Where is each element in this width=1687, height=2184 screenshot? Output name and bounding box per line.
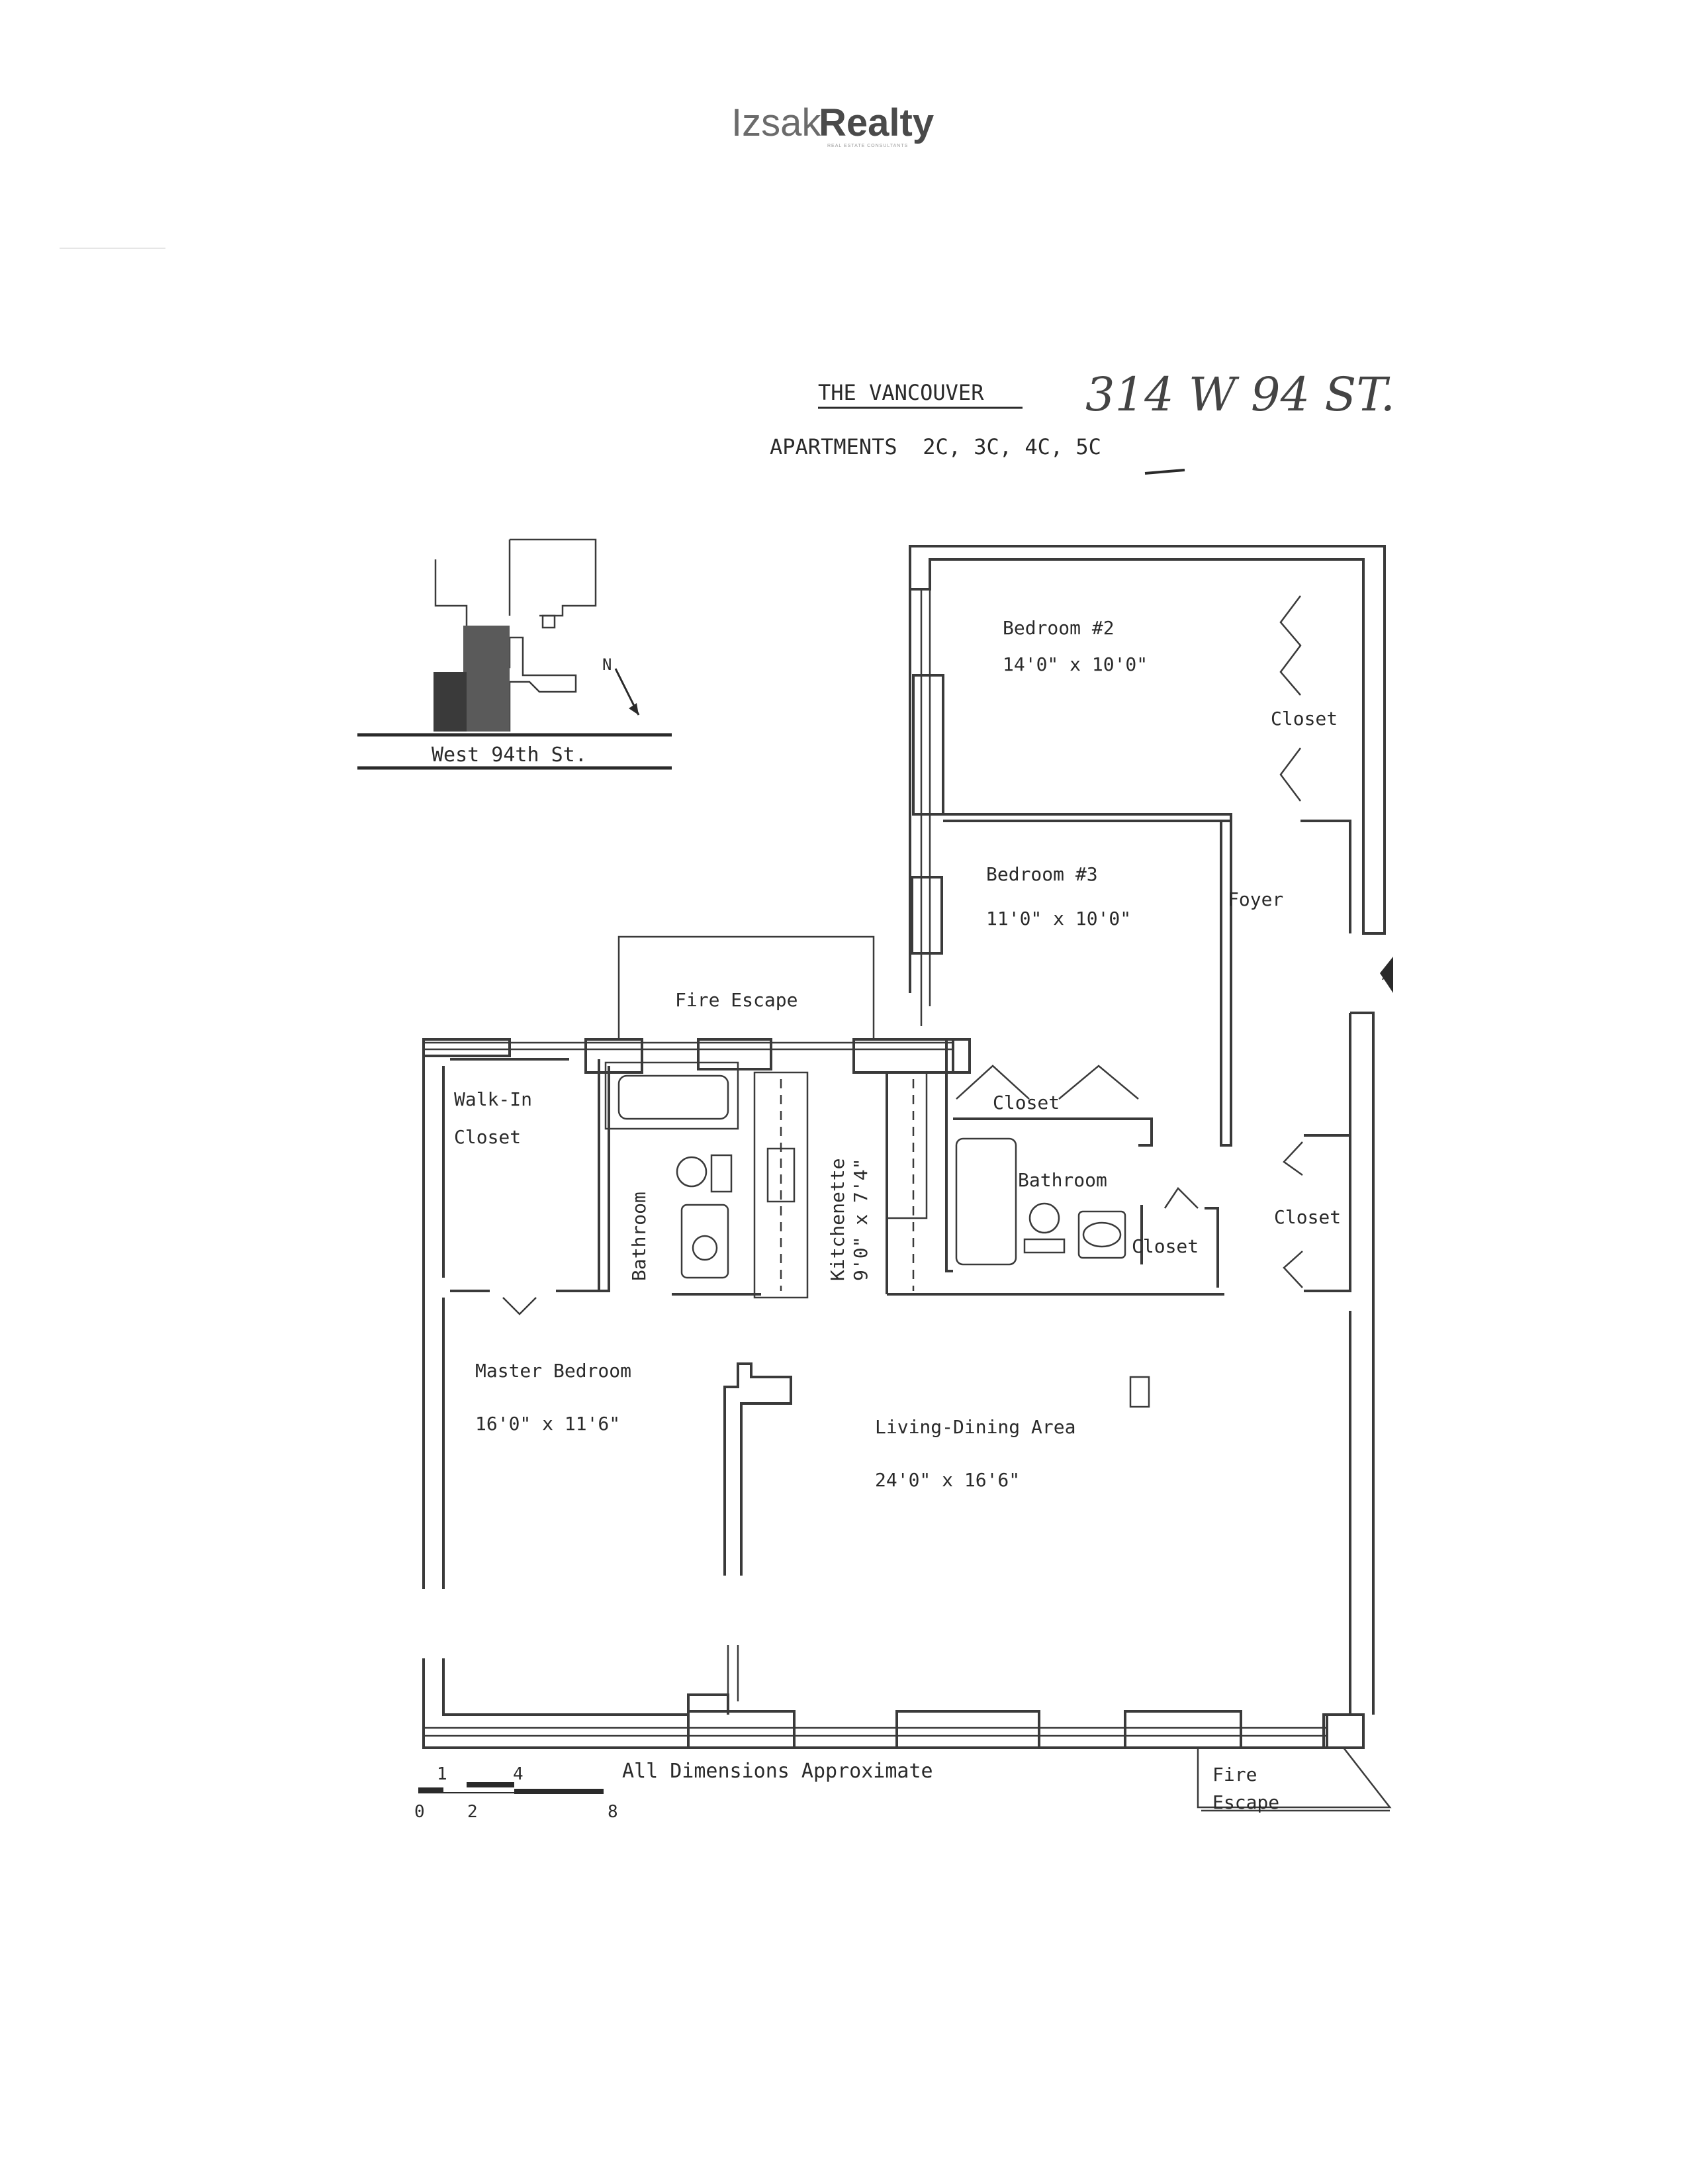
bathroom2-label: Bathroom: [1018, 1169, 1107, 1191]
toilet-icon: [676, 1156, 707, 1188]
bedroom2-name: Bedroom #2: [1003, 617, 1115, 639]
north-marker: N: [602, 655, 612, 674]
scale-tick-0: 0: [414, 1802, 425, 1822]
logo-text-light: Izsak: [731, 101, 821, 144]
kitchenette-size: 9'0" x 7'4": [850, 1159, 872, 1281]
apartments-label: APARTMENTS 2C, 3C, 4C, 5C: [770, 434, 1101, 459]
walkin-closet-line2: Closet: [454, 1126, 521, 1148]
room-labels: Bedroom #2 14'0" x 10'0" Closet Bedroom …: [454, 617, 1341, 1813]
kitchen-counter: [753, 1071, 809, 1299]
closet-label-hall: Closet: [993, 1092, 1060, 1114]
logo-text-bold: Realty: [819, 101, 934, 144]
handwritten-address: 314 W 94 ST.: [1085, 367, 1395, 422]
bathtub: [617, 1074, 729, 1120]
key-plan-neighbor-hatch: [433, 672, 467, 732]
chimney-marker: [1129, 1376, 1150, 1408]
bedroom3-size: 11'0" x 10'0": [986, 908, 1131, 929]
kitchenette-name: Kitchenette: [827, 1159, 848, 1281]
fire-escape-bottom-line2: Escape: [1212, 1791, 1279, 1813]
entry-marker: A: [1382, 969, 1389, 983]
closet-label-entry: Closet: [1274, 1206, 1341, 1228]
sink-icon-2: [1077, 1210, 1126, 1259]
sink-icon: [680, 1204, 729, 1279]
dimensions-note: All Dimensions Approximate: [622, 1760, 933, 1783]
entry-arrow-icon: [1380, 957, 1393, 993]
logo-tagline: REAL ESTATE CONSULTANTS: [827, 144, 908, 148]
living-area-name: Living-Dining Area: [875, 1416, 1075, 1438]
toilet-icon-2: [1028, 1202, 1060, 1234]
scale-tick-2: 2: [467, 1802, 478, 1822]
walkin-closet-line1: Walk-In: [454, 1088, 532, 1110]
bathtub-2: [955, 1137, 1017, 1266]
apartment-5c-mark: [1144, 469, 1185, 475]
building-title: THE VANCOUVER: [818, 380, 984, 405]
window-south-1: [687, 1710, 796, 1749]
bedroom2-size: 14'0" x 10'0": [1003, 653, 1148, 675]
scale-tick-8: 8: [608, 1802, 618, 1822]
closet-label-bath: Closet: [1132, 1235, 1199, 1257]
window-south-2: [895, 1710, 1040, 1749]
plan-walls: A: [422, 545, 1393, 1812]
fire-escape-bottom-line1: Fire: [1212, 1764, 1257, 1785]
bathroom1-label: Bathroom: [628, 1192, 650, 1281]
master-bedroom-size: 16'0" x 11'6": [475, 1413, 620, 1435]
key-plan-marker: [541, 614, 556, 629]
street-label: West 94th St.: [432, 743, 587, 767]
foyer-label: Foyer: [1228, 888, 1283, 910]
scale-tick-1: 1: [437, 1764, 447, 1784]
living-area-size: 24'0" x 16'6": [875, 1469, 1020, 1491]
key-plan-building-hatch: [463, 626, 510, 732]
bedroom3-name: Bedroom #3: [986, 863, 1098, 885]
fire-escape-label: Fire Escape: [675, 989, 798, 1011]
window-south-3: [1124, 1710, 1242, 1749]
izsak-realty-logo: Izsak Realty REAL ESTATE CONSULTANTS: [731, 101, 934, 148]
key-plan: West 94th St. N: [357, 538, 672, 770]
window-bedroom2: [912, 674, 944, 816]
master-bedroom-name: Master Bedroom: [475, 1360, 631, 1382]
closet-label-bedroom2: Closet: [1271, 708, 1338, 730]
scale-tick-4: 4: [513, 1764, 524, 1784]
scale-bar: 1 4 0 2 8: [414, 1764, 618, 1822]
window-bedroom3: [911, 876, 943, 955]
